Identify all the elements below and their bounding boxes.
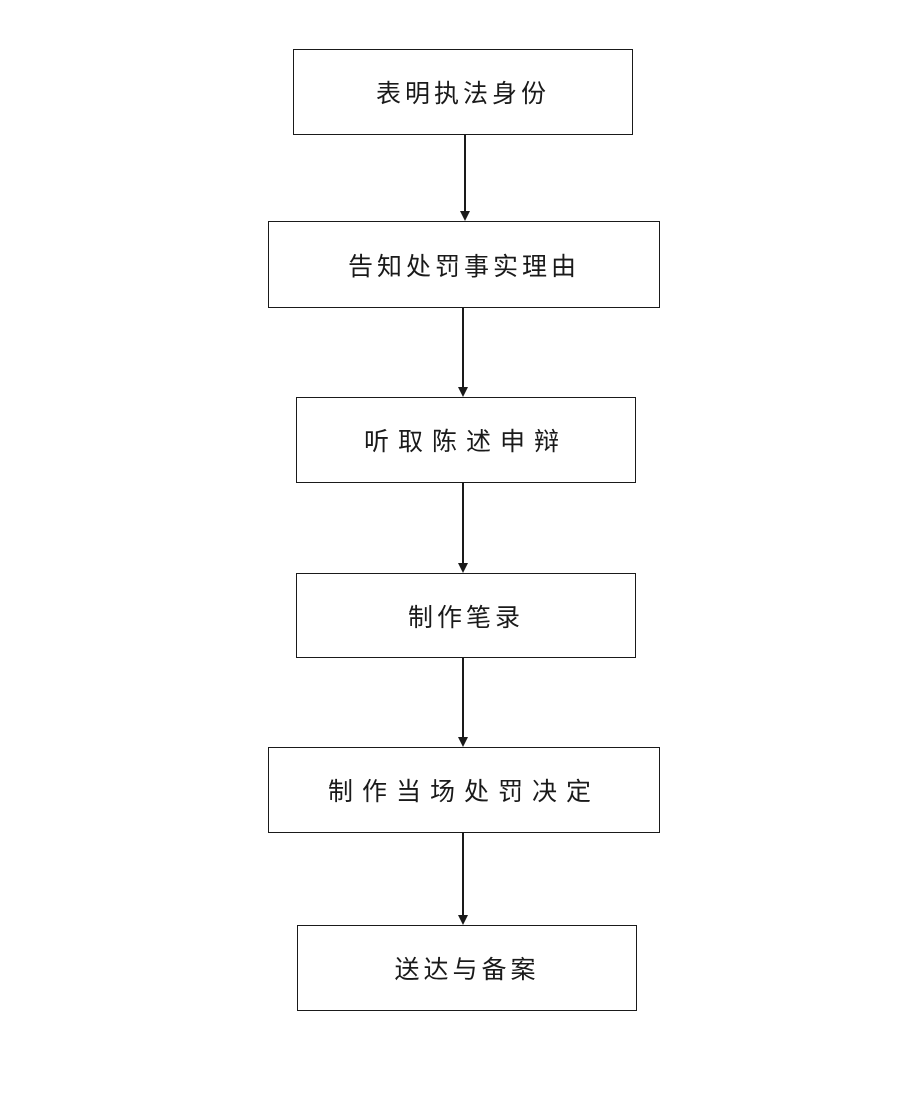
step-make-decision: 制作当场处罚决定 [268,747,660,833]
arrow-connector [458,483,468,573]
arrow-connector [458,833,468,925]
step-inform-facts: 告知处罚事实理由 [268,221,660,308]
arrow-connector [460,135,470,221]
step-hear-statement: 听取陈述申辩 [296,397,636,483]
step-label: 制作笔录 [407,602,524,632]
step-label: 表明执法身份 [375,79,550,108]
step-deliver-file: 送达与备案 [297,925,637,1011]
step-label: 听取陈述申辩 [363,427,568,456]
arrow-connector [458,308,468,397]
step-make-record: 制作笔录 [296,573,636,658]
step-label: 制作当场处罚决定 [327,777,600,806]
arrow-connector [458,658,468,747]
step-show-identity: 表明执法身份 [293,49,633,135]
step-label: 告知处罚事实理由 [347,251,580,281]
step-label: 送达与备案 [394,955,540,984]
